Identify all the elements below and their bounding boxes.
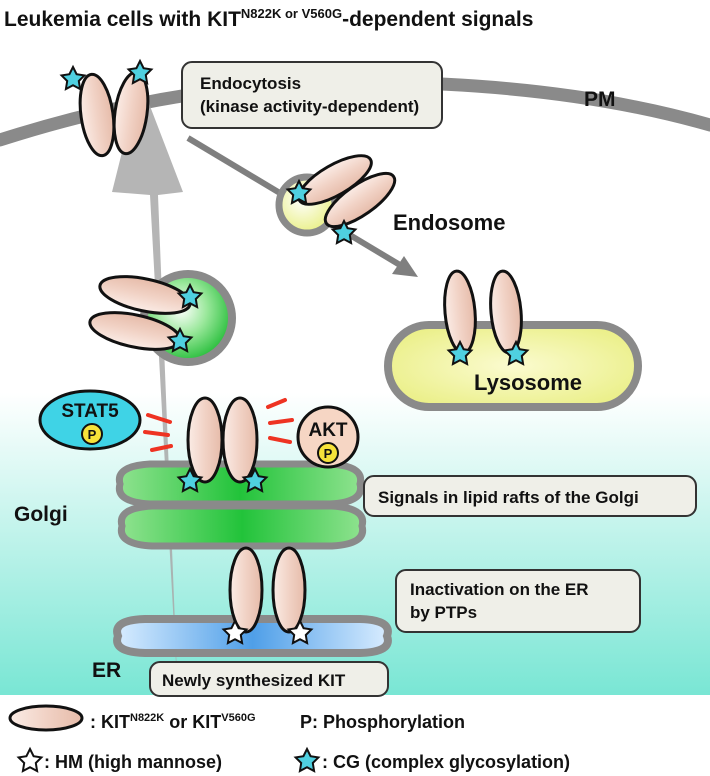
callout-box	[149, 661, 389, 697]
phospho-badge-label: P	[88, 427, 97, 442]
signal-emission-marks	[143, 398, 294, 452]
callout-text-line1: Inactivation on the ER	[410, 580, 589, 599]
callout-text: Newly synthesized KIT	[162, 671, 346, 690]
akt-protein: AKT P	[296, 405, 360, 469]
golgi-signals-callout: Signals in lipid rafts of the Golgi	[363, 475, 697, 517]
kit-receptor	[78, 72, 116, 158]
cg-star	[446, 339, 474, 366]
kit-receptor	[221, 396, 259, 484]
golgi-label: Golgi	[14, 503, 68, 526]
legend-hm-text: : HM (high mannose)	[44, 752, 222, 772]
legend-hm-star	[16, 746, 44, 773]
kit-pair-lysosome	[443, 269, 530, 366]
cg-star	[502, 339, 530, 366]
kit-receptor	[228, 546, 264, 634]
hm-star	[221, 618, 249, 645]
stat5-ellipse	[38, 389, 142, 451]
kit-pair-endosome	[285, 154, 397, 245]
kit-receptor	[186, 396, 224, 484]
kit-pair-er	[221, 546, 314, 645]
stat5-label: STAT5	[61, 401, 119, 422]
lysosome-label: Lysosome	[474, 370, 582, 395]
endosome-label: Endosome	[393, 210, 505, 235]
akt-label: AKT	[308, 420, 347, 441]
akt-circle	[296, 405, 360, 469]
callout-text-line1: Endocytosis	[200, 74, 301, 93]
cg-star	[126, 58, 154, 85]
cg-star	[241, 466, 269, 493]
cg-star	[59, 64, 87, 91]
golgi-cisterna-upper	[115, 460, 365, 508]
er-membrane	[113, 615, 392, 657]
kit-receptor	[323, 171, 397, 229]
er-label: ER	[92, 659, 121, 682]
legend-kit-symbol	[8, 704, 84, 732]
hm-star	[286, 618, 314, 645]
callout-box	[363, 475, 697, 517]
golgi-cisterna-lower	[117, 502, 367, 550]
pm-label: PM	[584, 88, 616, 111]
kit-receptor	[98, 275, 192, 315]
cg-star	[330, 218, 358, 245]
legend-phospho-text: P: Phosphorylation	[300, 712, 465, 732]
cg-star	[285, 178, 313, 205]
kit-pair-pm	[59, 58, 154, 158]
legend-kit-text: : KITN822K or KITV560G	[90, 712, 256, 732]
phospho-badge-label: P	[324, 446, 333, 461]
phospho-badge	[317, 442, 339, 464]
legend: : KITN822K or KITV560G P: Phosphorylatio…	[8, 704, 570, 773]
legend-cg-star	[293, 746, 321, 773]
callout-box	[395, 569, 641, 633]
cg-star	[176, 466, 204, 493]
phospho-badge	[81, 423, 103, 445]
figure-title: Leukemia cells with KITN822K or V560G-de…	[4, 6, 533, 31]
callout-box	[181, 61, 443, 129]
stat5-protein: STAT5 P	[38, 389, 142, 451]
callout-text: Signals in lipid rafts of the Golgi	[378, 488, 639, 507]
kit-pair-vesicle	[88, 275, 204, 353]
endocytosis-arrow-head	[392, 256, 418, 277]
endocytosis-callout: Endocytosis (kinase activity-dependent)	[181, 61, 443, 129]
er-inactivation-callout: Inactivation on the ER by PTPs	[395, 569, 641, 633]
cg-star	[166, 326, 194, 353]
legend-cg-text: : CG (complex glycosylation)	[322, 752, 570, 772]
kit-receptor	[271, 546, 307, 634]
callout-text-line2: (kinase activity-dependent)	[200, 97, 419, 116]
callout-text-line2: by PTPs	[410, 603, 477, 622]
newly-synthesized-callout: Newly synthesized KIT	[149, 661, 389, 697]
cg-star	[176, 282, 204, 309]
kit-pair-golgi	[176, 396, 269, 493]
